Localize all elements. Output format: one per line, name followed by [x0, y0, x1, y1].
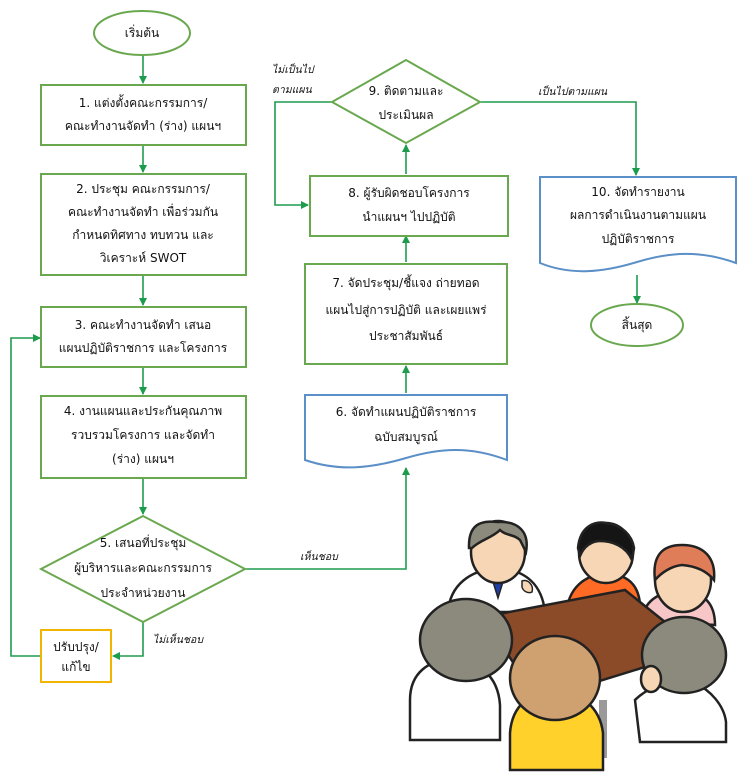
arrow-step9-to-step8	[274, 101, 332, 209]
step-4-line-2: รวบรวมโครงการ และจัดทำ	[71, 428, 215, 442]
meeting-people-illustration	[408, 519, 728, 772]
step-10-line-2: ผลการดำเนินงานตามแผน	[570, 208, 706, 222]
step-1-line-2: คณะทำงานจัดทำ (ร่าง) แผนฯ	[65, 119, 221, 133]
arrow-step9-to-step10	[480, 101, 640, 176]
step-7-line-1: 7. จัดประชุม/ชี้แจง ถ่ายทอด	[332, 274, 479, 291]
step-2-line-2: คณะทำงานจัดทำ เพื่อร่วมกัน	[68, 203, 218, 219]
start-label: เริ่มต้น	[125, 24, 159, 40]
step-7-line-2: แผนไปสู่การปฏิบัติ และเผยแพร่	[325, 303, 487, 318]
step-10-document: 10. จัดทำรายงาน ผลการดำเนินงานตามแผน ปฏิ…	[539, 176, 737, 273]
adjust-box: ปรับปรุง/ แก้ไข	[40, 629, 112, 683]
step-8-line-1: 8. ผู้รับผิดชอบโครงการ	[348, 186, 470, 201]
step-5-line-2: ผู้บริหารและคณะกรรมการ	[74, 561, 212, 576]
connectors	[10, 55, 641, 660]
step-6-line-2: ฉบับสมบูรณ์	[374, 430, 438, 445]
step-10-line-1: 10. จัดทำรายงาน	[591, 185, 684, 199]
step-3-line-1: 3. คณะทำงานจัดทำ เสนอ	[75, 318, 211, 332]
step-8-box: 8. ผู้รับผิดชอบโครงการ นำแผนฯ ไปปฏิบัติ	[309, 175, 509, 237]
label-off-plan-2: ตามแผน	[272, 84, 313, 96]
label-not-approved: ไม่เห็นชอบ	[153, 633, 204, 646]
arrow-step5-to-adjust	[112, 622, 144, 660]
step-1-line-1: 1. แต่งตั้งคณะกรรมการ/	[79, 94, 208, 110]
step-2-box: 2. ประชุม คณะกรรมการ/ คณะทำงานจัดทำ เพื่…	[40, 173, 247, 276]
end-label: สิ้นสุด	[622, 316, 653, 333]
step-8-line-2: นำแผนฯ ไปปฏิบัติ	[362, 210, 455, 224]
label-off-plan-1: ไม่เป็นไป	[272, 63, 315, 76]
step-2-line-3: กำหนดทิศทาง ทบทวน และ	[72, 228, 214, 242]
step-7-box: 7. จัดประชุม/ชี้แจง ถ่ายทอด แผนไปสู่การป…	[304, 263, 508, 365]
step-4-box: 4. งานแผนและประกันคุณภาพ รวบรวมโครงการ แ…	[40, 395, 247, 479]
step-1-box: 1. แต่งตั้งคณะกรรมการ/ คณะทำงานจัดทำ (ร่…	[40, 84, 247, 146]
step-2-line-4: วิเคราะห์ SWOT	[99, 251, 186, 265]
arrow-adjust-to-step3	[10, 334, 41, 657]
step-5-line-1: 5. เสนอที่ประชุม	[100, 534, 187, 551]
label-on-plan: เป็นไปตามแผน	[538, 85, 608, 98]
step-3-box: 3. คณะทำงานจัดทำ เสนอ แผนปฏิบัติราชการ แ…	[40, 306, 247, 368]
step-9-decision: 9. ติดตามและ ประเมินผล	[329, 58, 483, 145]
label-approved: เห็นชอบ	[300, 550, 339, 563]
step-3-line-2: แผนปฏิบัติราชการ และโครงการ	[59, 341, 228, 355]
step-5-line-3: ประจำหน่วยงาน	[101, 586, 186, 600]
adjust-line-2: แก้ไข	[61, 660, 90, 674]
adjust-line-1: ปรับปรุง/	[53, 640, 100, 655]
step-6-document: 6. จัดทำแผนปฏิบัติราชการ ฉบับสมบูรณ์	[304, 394, 508, 469]
start-node: เริ่มต้น	[93, 10, 191, 56]
step-7-line-3: ประชาสัมพันธ์	[369, 329, 443, 343]
arrow-step5-to-step6	[245, 467, 410, 570]
step-4-line-1: 4. งานแผนและประกันคุณภาพ	[64, 404, 222, 419]
step-2-line-1: 2. ประชุม คณะกรรมการ/	[76, 182, 211, 197]
step-5-decision: 5. เสนอที่ประชุม ผู้บริหารและคณะกรรมการ …	[38, 514, 248, 624]
end-node: สิ้นสุด	[590, 303, 684, 347]
step-6-line-1: 6. จัดทำแผนปฏิบัติราชการ	[336, 405, 477, 419]
step-9-line-1: 9. ติดตามและ	[369, 84, 444, 98]
step-4-line-3: (ร่าง) แผนฯ	[112, 452, 174, 466]
step-9-line-2: ประเมินผล	[378, 108, 433, 122]
step-10-line-3: ปฏิบัติราชการ	[602, 232, 675, 246]
